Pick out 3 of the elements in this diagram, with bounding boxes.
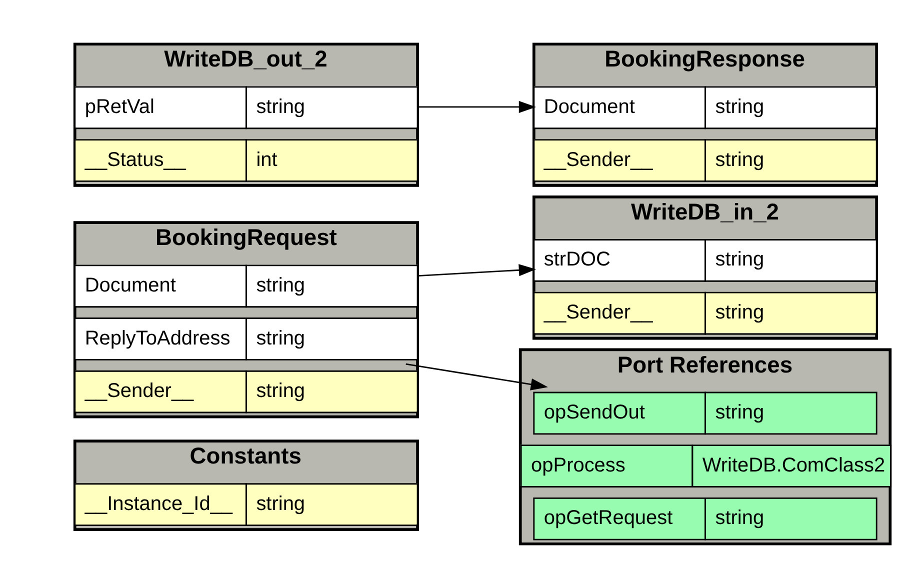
arrow: [418, 264, 536, 277]
arrow: [418, 100, 536, 113]
arrow: [406, 363, 548, 390]
